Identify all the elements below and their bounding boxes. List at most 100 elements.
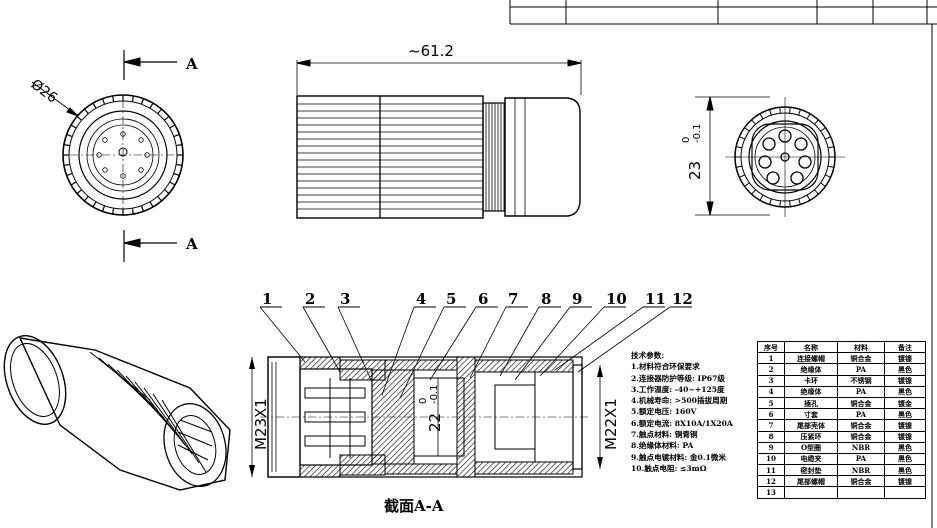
bom-cell: 绝缘体 [784, 363, 838, 376]
note-item: 10.触点电阻: ≤3mΩ [631, 463, 707, 473]
section-view [249, 356, 603, 478]
bom-cell: 插孔 [784, 396, 838, 410]
section-mark-bottom: A [185, 235, 198, 253]
height-tol-lower: -0.1 [692, 123, 703, 143]
bom-cell: 10 [757, 452, 785, 466]
bom-header-row: 序号 名称 材料 备注 [757, 340, 926, 354]
bom-cell: 4 [757, 385, 785, 398]
note-item: 9.触点电镀材料: 金0.1微米 [631, 452, 726, 462]
inner-dimension: 22 [426, 413, 444, 432]
bom-cell: 2 [757, 363, 785, 376]
length-dimension: ~61.2 [408, 42, 454, 60]
bom-cell: 镀镍 [884, 352, 926, 365]
bom-cell: 黑色 [884, 464, 926, 477]
note-item: 8.绝缘体材料: PA [631, 441, 694, 451]
bom-cell: 8 [757, 430, 785, 443]
callout-number: 11 [645, 290, 666, 308]
bom-cell: 9 [757, 441, 785, 454]
diameter-label: Ø26 [28, 76, 61, 106]
inner-tol-lower: -0.1 [429, 384, 440, 404]
bom-cell: 卡环 [784, 374, 838, 387]
bom-cell: 尾部壳体 [784, 419, 838, 432]
bom-cell: 黑色 [884, 385, 926, 398]
bom-cell: 镀镍 [884, 430, 926, 443]
bom-cell: 黑色 [884, 408, 926, 421]
bom-cell: 密封垫 [784, 464, 838, 477]
section-mark-top: A [185, 55, 198, 73]
bom-cell: 不锈钢 [837, 374, 885, 387]
callout-number: 10 [606, 290, 627, 308]
bom-cell [884, 486, 926, 499]
bom-cell: 寸套 [784, 408, 838, 421]
bom-cell: PA [837, 363, 885, 376]
callout-number: 12 [672, 290, 693, 308]
rear-view [695, 96, 845, 217]
height-tol-upper: 0 [681, 137, 692, 143]
isometric-view [3, 335, 231, 491]
callout-number: 5 [446, 290, 456, 308]
callout-number: 8 [541, 290, 551, 308]
bom-cell: 黑色 [884, 363, 926, 376]
note-item: 4.机械寿命: >500插拔周期 [631, 396, 728, 406]
bom-header-name: 名称 [784, 340, 838, 354]
note-item: 7.触点材料: 铜青铜 [631, 430, 698, 440]
bom-cell: 镀镍 [884, 475, 926, 488]
bom-cell: 铜合金 [837, 419, 885, 432]
callout-number: 4 [416, 290, 426, 308]
bom-cell: 铜合金 [837, 475, 885, 488]
thread-right-label: M22X1 [602, 398, 620, 450]
bom-cell: 11 [757, 464, 785, 477]
thread-left-label: M23X1 [252, 398, 270, 450]
note-item: 3.工作温度: -40~+125度 [631, 384, 725, 394]
bom-cell: 黑色 [884, 441, 926, 454]
bom-cell: 绝缘体 [784, 385, 838, 398]
bom-header-index: 序号 [757, 340, 785, 354]
bom-cell: 连接螺帽 [784, 352, 838, 365]
bom-cell: 压紧环 [784, 430, 838, 443]
bom-cell: PA [837, 385, 885, 398]
bom-cell: 铜合金 [837, 430, 885, 443]
bom-cell: 镀金 [884, 396, 926, 410]
callout-number: 6 [478, 290, 488, 308]
bom-cell: NBR [837, 464, 885, 477]
bom-cell: 12 [757, 475, 785, 488]
section-caption: 截面A-A [384, 497, 444, 515]
title-block-fragment [509, 0, 937, 528]
note-item: 1.材料符合环保要求 [631, 362, 700, 372]
bom-row: 13 [757, 486, 926, 499]
bom-cell: 黑色 [884, 452, 926, 466]
bom-cell: NBR [837, 441, 885, 454]
notes-title: 技术参数: [631, 351, 665, 360]
bom-header-remark: 备注 [884, 340, 926, 354]
bom-cell: 5 [757, 396, 785, 410]
callout-number: 1 [262, 290, 272, 308]
bom-cell: PA [837, 408, 885, 421]
height-dimension: 23 [686, 161, 704, 180]
bom-cell [837, 486, 885, 499]
bom-cell: PA [837, 452, 885, 466]
callout-number: 3 [340, 290, 350, 308]
side-view [296, 59, 582, 219]
bom-cell [784, 486, 838, 499]
callout-number: 2 [305, 290, 315, 308]
bom-cell: 镀镍 [884, 374, 926, 387]
bom-cell: 3 [757, 374, 785, 387]
note-item: 2.连接器防护等级: IP67级 [631, 373, 725, 383]
bom-cell: O型圈 [784, 441, 838, 454]
bom-header-material: 材料 [837, 340, 885, 354]
inner-tol-upper: 0 [418, 398, 429, 404]
note-item: 5.额定电压: 160V [631, 407, 697, 417]
bom-cell: 尾部螺帽 [784, 475, 838, 488]
